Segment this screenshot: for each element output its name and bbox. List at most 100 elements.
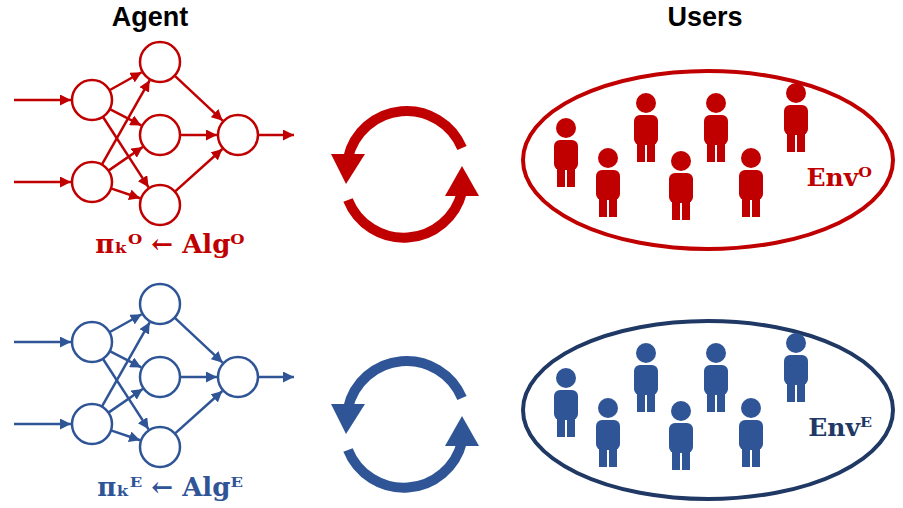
network-link: [175, 318, 223, 363]
neuron: [218, 357, 258, 397]
person-icon: [704, 93, 728, 162]
neuron: [218, 115, 258, 155]
network-link: [111, 188, 140, 198]
network-link: [180, 376, 217, 379]
person-icon: [784, 83, 808, 152]
person-body: [739, 170, 763, 200]
person-leg: [797, 132, 805, 152]
person-leg: [787, 382, 795, 402]
person-icon: [554, 118, 578, 187]
cycle-head: [331, 404, 365, 434]
environment-label: Envᴱ: [808, 414, 872, 443]
person-leg: [682, 450, 690, 470]
person-head: [636, 343, 656, 363]
person-body: [596, 170, 620, 200]
network-link: [14, 341, 71, 344]
person-leg: [609, 197, 617, 217]
cycle-head: [331, 154, 365, 184]
person-head: [556, 368, 576, 388]
person-leg: [647, 392, 655, 412]
person-head: [671, 151, 691, 171]
column-heading: Agent: [112, 2, 189, 33]
person-icon: [739, 398, 763, 467]
neuron: [140, 427, 180, 467]
person-body: [634, 115, 658, 145]
person-head: [706, 343, 726, 363]
person-head: [741, 148, 761, 168]
person-icon: [596, 398, 620, 467]
person-head: [671, 401, 691, 421]
person-leg: [637, 392, 645, 412]
person-leg: [647, 142, 655, 162]
person-head: [786, 333, 806, 353]
person-icon: [704, 343, 728, 412]
person-body: [669, 173, 693, 203]
neuron: [140, 357, 180, 397]
person-leg: [707, 392, 715, 412]
network-link: [175, 391, 222, 434]
neuron: [140, 115, 180, 155]
person-head: [598, 148, 618, 168]
network-link: [175, 76, 223, 121]
neuron: [72, 162, 112, 202]
person-body: [669, 423, 693, 453]
person-body: [739, 420, 763, 450]
person-leg: [717, 142, 725, 162]
neuron: [140, 42, 180, 82]
environment-ellipse: Envᴱ: [520, 318, 896, 502]
person-leg: [672, 450, 680, 470]
person-leg: [599, 197, 607, 217]
person-icon: [784, 333, 808, 402]
person-head: [741, 398, 761, 418]
environment-ellipse: Envᴼ: [520, 68, 896, 252]
person-body: [554, 390, 578, 420]
network-link: [175, 149, 222, 192]
network-link: [108, 389, 142, 413]
ellipse-shape: [523, 71, 893, 249]
person-head: [598, 398, 618, 418]
environment-label: Envᴼ: [807, 164, 872, 193]
ellipse-outline: [520, 68, 896, 252]
network-link: [111, 430, 140, 440]
neural-network: [14, 42, 294, 225]
cycle-arrows: [331, 361, 479, 488]
person-icon: [739, 148, 763, 217]
neural-network: [14, 284, 294, 467]
person-icon: [634, 343, 658, 412]
neuron: [72, 80, 112, 120]
person-body: [784, 355, 808, 385]
person-leg: [637, 142, 645, 162]
person-head: [706, 93, 726, 113]
person-icon: [669, 401, 693, 470]
person-leg: [609, 447, 617, 467]
person-body: [784, 105, 808, 135]
neuron: [72, 404, 112, 444]
ellipse-outline: [520, 318, 896, 502]
person-leg: [742, 197, 750, 217]
person-leg: [567, 167, 575, 187]
neuron: [72, 322, 112, 362]
person-leg: [752, 197, 760, 217]
network-link: [14, 99, 71, 102]
person-leg: [557, 417, 565, 437]
person-head: [786, 83, 806, 103]
network-link: [109, 72, 141, 90]
person-leg: [797, 382, 805, 402]
person-leg: [672, 200, 680, 220]
neuron: [140, 185, 180, 225]
cycle-arc: [348, 361, 462, 408]
person-icon: [669, 151, 693, 220]
neural-networks: [14, 42, 294, 467]
cycle-arc: [348, 192, 462, 238]
cycle-arc: [348, 442, 462, 488]
person-head: [556, 118, 576, 138]
policy-label: πₖᴱ ← Algᴱ: [97, 473, 243, 503]
network-link: [109, 314, 141, 332]
cycle-arc: [348, 111, 462, 158]
cycle-head: [445, 416, 479, 446]
neuron: [140, 284, 180, 324]
person-body: [596, 420, 620, 450]
person-leg: [742, 447, 750, 467]
person-leg: [557, 167, 565, 187]
person-leg: [599, 447, 607, 467]
